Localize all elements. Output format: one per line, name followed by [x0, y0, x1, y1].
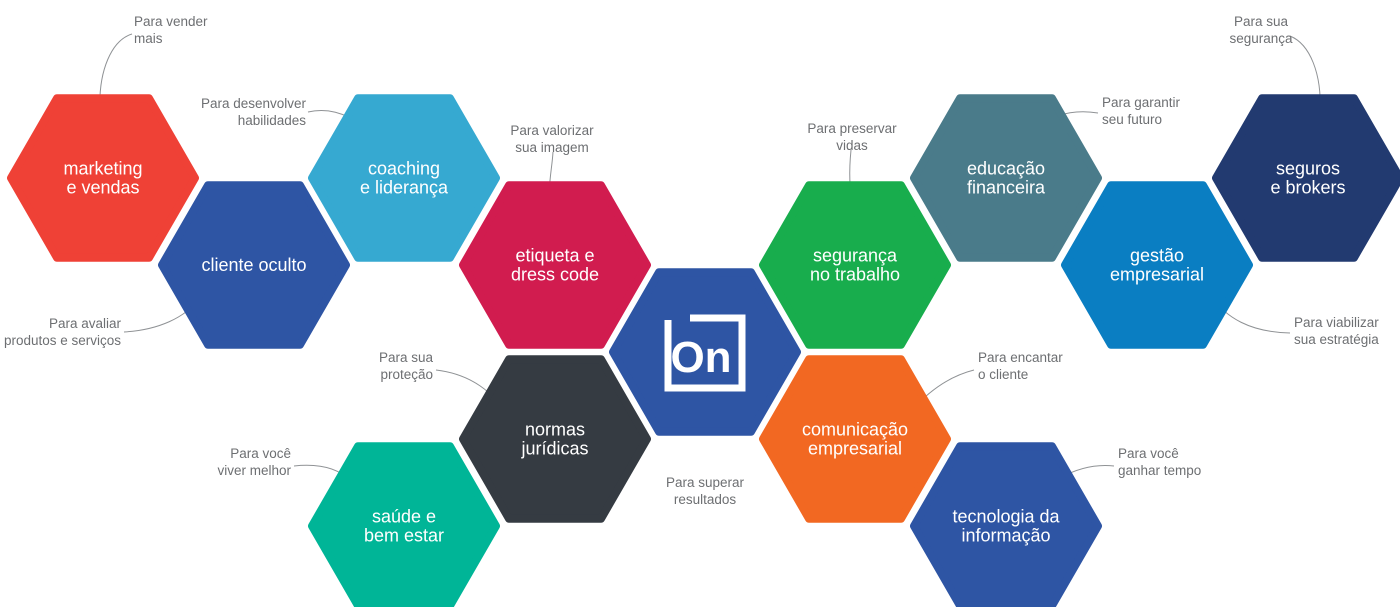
- seguranca-trabalho-label-line: no trabalho: [810, 265, 900, 285]
- etiqueta-dress-code-note-line: sua imagem: [515, 140, 589, 155]
- normas-juridicas-shape: [459, 355, 651, 523]
- marketing-vendas-note-line: Para vender: [134, 14, 208, 29]
- educacao-financeira-note-line: Para garantir: [1102, 95, 1181, 110]
- cliente-oculto-note-line: produtos e serviços: [4, 333, 121, 348]
- normas-juridicas-label-line: normas: [525, 420, 585, 440]
- hexagon-cliente-oculto: cliente oculto: [158, 181, 350, 349]
- educacao-financeira-label-line: educação: [967, 159, 1045, 179]
- saude-bem-estar-note-line: Para você: [230, 446, 291, 461]
- saude-bem-estar-label-line: saúde e: [372, 507, 436, 527]
- tecnologia-informacao-label-line: tecnologia da: [952, 507, 1060, 527]
- cliente-oculto-shape: [158, 181, 350, 349]
- saude-bem-estar-label-line: bem estar: [364, 526, 444, 546]
- normas-juridicas-note-line: proteção: [380, 367, 433, 382]
- center-caption-line: resultados: [674, 492, 737, 507]
- cliente-oculto-label-line: cliente oculto: [201, 255, 306, 275]
- gestao-empresarial-label-line: gestão: [1130, 246, 1184, 266]
- normas-juridicas-label-line: jurídicas: [520, 439, 588, 459]
- educacao-financeira-note-line: seu futuro: [1102, 112, 1162, 127]
- coaching-lideranca-label-line: coaching: [368, 159, 440, 179]
- seguranca-trabalho-note-line: vidas: [836, 138, 868, 153]
- tecnologia-informacao-note-line: Para você: [1118, 446, 1179, 461]
- etiqueta-dress-code-label-line: etiqueta e: [515, 246, 594, 266]
- etiqueta-dress-code-shape: [459, 181, 651, 349]
- comunicacao-empresarial-note-line: o cliente: [978, 367, 1028, 382]
- seguranca-trabalho-label-line: segurança: [813, 246, 898, 266]
- seguros-brokers-shape: [1212, 94, 1400, 262]
- seguranca-trabalho-shape: [759, 181, 951, 349]
- marketing-vendas-note-line: mais: [134, 31, 163, 46]
- logo-frame: [664, 314, 746, 392]
- tecnologia-informacao-note-line: ganhar tempo: [1118, 463, 1201, 478]
- seguros-brokers-label-line: seguros: [1276, 159, 1340, 179]
- normas-juridicas-note-line: Para sua: [379, 350, 434, 365]
- marketing-vendas-label-line: e vendas: [66, 178, 139, 198]
- educacao-financeira-label-line: financeira: [967, 178, 1046, 198]
- etiqueta-dress-code-note-line: Para valorizar: [510, 123, 594, 138]
- seguranca-trabalho-note-line: Para preservar: [807, 121, 897, 136]
- tecnologia-informacao-shape: [910, 442, 1102, 607]
- logo-text: On: [670, 333, 731, 382]
- comunicacao-empresarial-label-line: empresarial: [808, 439, 902, 459]
- saude-bem-estar-shape: [308, 442, 500, 607]
- marketing-vendas-shape: [7, 94, 199, 262]
- coaching-lideranca-shape: [308, 94, 500, 262]
- coaching-lideranca-label-line: e liderança: [360, 178, 449, 198]
- tecnologia-informacao-label-line: informação: [961, 526, 1050, 546]
- comunicacao-empresarial-shape: [759, 355, 951, 523]
- on-logo-icon: On: [664, 314, 746, 392]
- gestao-empresarial-note-line: Para viabilizar: [1294, 315, 1379, 330]
- center-hexagon-shape: [609, 268, 801, 436]
- marketing-vendas-label-line: marketing: [63, 159, 142, 179]
- seguros-brokers-note-line: segurança: [1229, 31, 1293, 46]
- coaching-lideranca-note-line: Para desenvolver: [201, 96, 307, 111]
- gestao-empresarial-note-line: sua estratégia: [1294, 332, 1379, 347]
- etiqueta-dress-code-label-line: dress code: [511, 265, 599, 285]
- comunicacao-empresarial-label-line: comunicação: [802, 420, 908, 440]
- comunicacao-empresarial-note-line: Para encantar: [978, 350, 1063, 365]
- coaching-lideranca-note-line: habilidades: [238, 113, 307, 128]
- cliente-oculto-note-line: Para avaliar: [49, 316, 122, 331]
- gestao-empresarial-shape: [1061, 181, 1253, 349]
- center-caption-line: Para superar: [666, 475, 745, 490]
- seguros-brokers-note-line: Para sua: [1234, 14, 1289, 29]
- saude-bem-estar-note-line: viver melhor: [217, 463, 291, 478]
- educacao-financeira-shape: [910, 94, 1102, 262]
- saude-bem-estar-connector: [293, 464, 343, 475]
- gestao-empresarial-label-line: empresarial: [1110, 265, 1204, 285]
- seguros-brokers-label-line: e brokers: [1270, 178, 1345, 198]
